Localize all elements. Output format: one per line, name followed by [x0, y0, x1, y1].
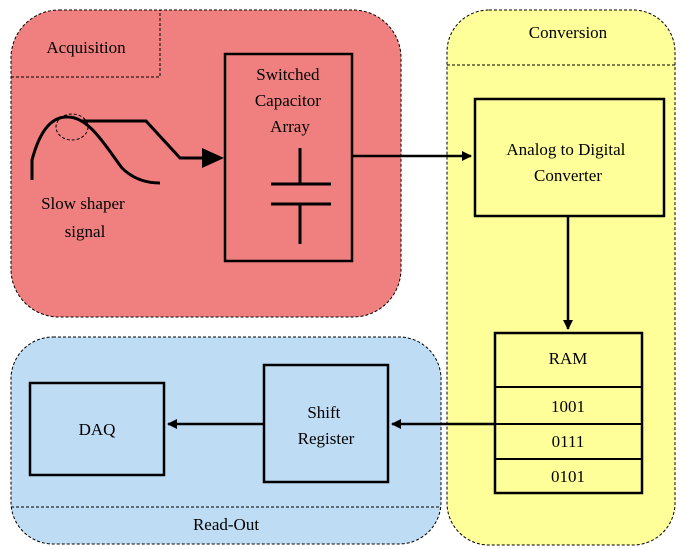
ram-cell: 0111	[552, 432, 585, 451]
signal-to-sca-arrowhead	[202, 148, 224, 168]
signal-label-line-2: signal	[65, 222, 106, 241]
conversion-region-background	[446, 9, 676, 546]
readout-region-background	[10, 336, 442, 545]
shift-register-label-line-2: Register	[298, 429, 355, 448]
slow-shaper-signal-label: Slow shaper signal	[41, 194, 129, 241]
readout-region: Read-Out	[10, 336, 442, 545]
daq-block: DAQ	[28, 381, 166, 477]
sca-label-line-3: Array	[270, 117, 310, 136]
conversion-label: Conversion	[529, 23, 608, 42]
shift-register-label-line-1: Shift	[307, 403, 340, 422]
ram-block: RAM 1001 0111 0101	[493, 331, 644, 495]
capacitor-symbol	[271, 148, 331, 244]
shaper-pulse-waveform	[30, 115, 161, 185]
conversion-region: Conversion	[446, 9, 676, 546]
ram-cell: 1001	[551, 397, 585, 416]
connectors	[167, 151, 573, 429]
sca-label-line-1: Switched	[256, 65, 320, 84]
sca-box	[223, 52, 354, 263]
readout-label: Read-Out	[193, 515, 259, 534]
ram-header: RAM	[549, 349, 588, 368]
slow-shaper-signal: Slow shaper signal	[30, 113, 224, 241]
adc-label-line-2: Converter	[534, 166, 602, 185]
signal-label-line-1: Slow shaper	[41, 194, 125, 213]
daq-label: DAQ	[79, 420, 116, 439]
sca-label: Switched Capacitor Array	[255, 65, 325, 136]
daq-box	[28, 381, 166, 477]
ram-cell: 0101	[551, 467, 585, 486]
sca-label-line-2: Capacitor	[255, 91, 321, 110]
adc-block: Analog to Digital Converter	[473, 97, 666, 218]
acquisition-label: Acquisition	[46, 38, 126, 57]
shift-register-label: Shift Register	[298, 403, 355, 448]
adc-label: Analog to Digital Converter	[506, 140, 629, 185]
ram-box	[493, 331, 644, 495]
pulse-peak-marker	[55, 113, 89, 141]
adc-box	[473, 97, 666, 218]
sampled-signal-trace	[82, 119, 208, 160]
adc-label-line-1: Analog to Digital	[506, 140, 625, 159]
switched-capacitor-array-block: Switched Capacitor Array	[223, 52, 354, 263]
